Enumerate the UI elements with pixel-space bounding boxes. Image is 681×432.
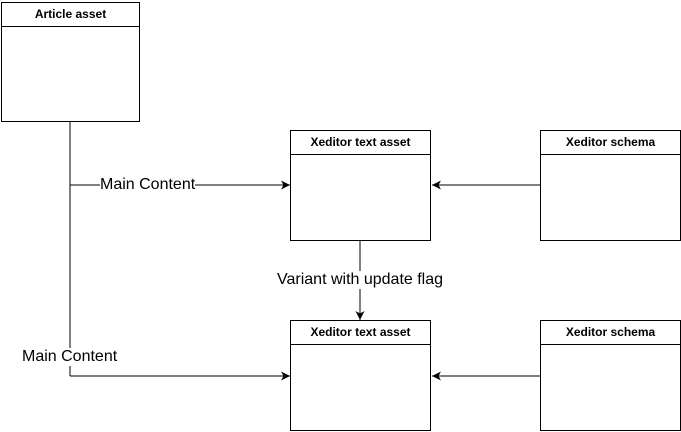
xeditor-schema-node-bottom[interactable]: Xeditor schema	[540, 320, 681, 431]
xeditor-text-asset-title-top: Xeditor text asset	[291, 131, 430, 155]
article-asset-title: Article asset	[2, 3, 139, 27]
edge-label-variant-update-flag: Variant with update flag	[277, 271, 444, 289]
edge-label-main-content-top: Main Content	[100, 176, 196, 194]
edge-label-main-content-bottom: Main Content	[22, 348, 118, 366]
xeditor-schema-node-top[interactable]: Xeditor schema	[540, 130, 681, 241]
article-asset-node[interactable]: Article asset	[1, 2, 140, 122]
xeditor-schema-title-bottom: Xeditor schema	[541, 321, 680, 345]
xeditor-text-asset-node-top[interactable]: Xeditor text asset	[290, 130, 431, 241]
xeditor-text-asset-title-bottom: Xeditor text asset	[291, 321, 430, 345]
xeditor-text-asset-node-bottom[interactable]: Xeditor text asset	[290, 320, 431, 431]
xeditor-schema-title-top: Xeditor schema	[541, 131, 680, 155]
